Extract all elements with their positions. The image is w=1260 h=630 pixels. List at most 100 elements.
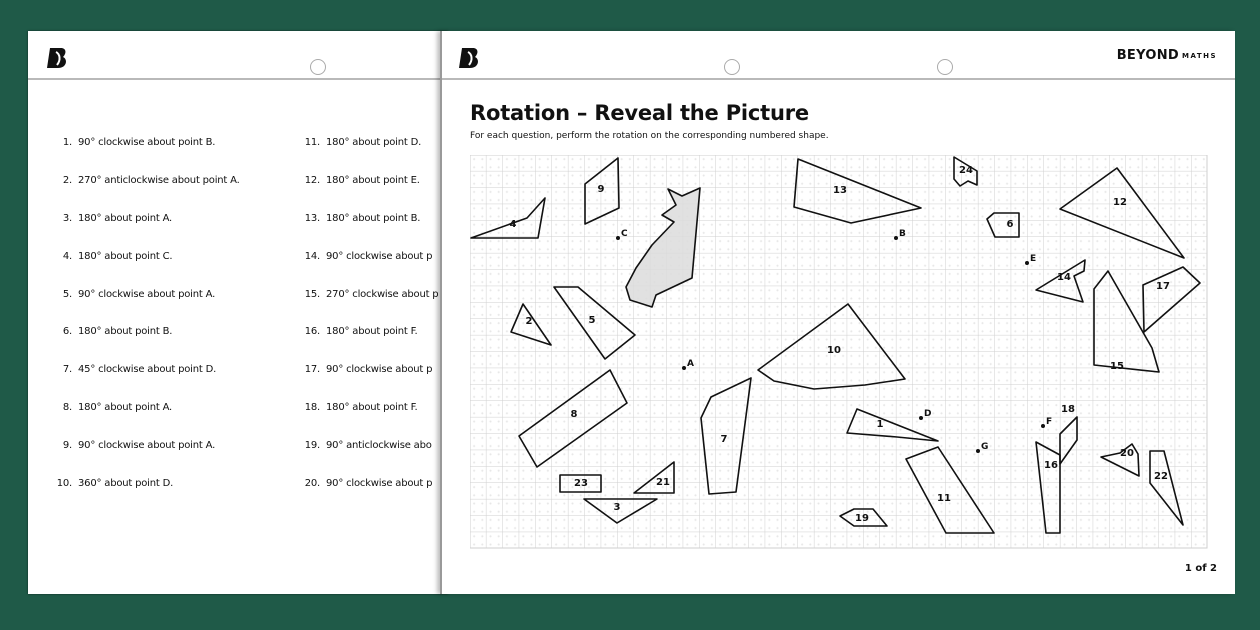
shape-2: 2 bbox=[510, 303, 552, 346]
question-item: 1.90° clockwise about point B. bbox=[62, 137, 216, 148]
shape-21: 21 bbox=[633, 461, 675, 494]
worksheet-questions-page: 1.90° clockwise about point B. 2.270° an… bbox=[28, 31, 448, 594]
shape-1: 1 bbox=[846, 408, 939, 442]
point-E: E bbox=[1025, 254, 1036, 265]
shape-5: 5 bbox=[553, 286, 636, 360]
shape-20: 20 bbox=[1100, 443, 1140, 477]
svg-text:11: 11 bbox=[937, 493, 951, 504]
shape-13: 13 bbox=[793, 158, 922, 224]
shape-16: 16 bbox=[1035, 441, 1061, 534]
svg-text:22: 22 bbox=[1154, 471, 1168, 482]
question-item: 11.180° about point D. bbox=[304, 137, 422, 148]
svg-text:13: 13 bbox=[833, 185, 847, 196]
question-item: 4.180° about point C. bbox=[62, 251, 173, 262]
punch-hole bbox=[724, 59, 740, 75]
svg-text:16: 16 bbox=[1044, 460, 1058, 471]
question-item: 15.270° clockwise about p bbox=[304, 289, 439, 300]
rotation-centres: A B C D E F G bbox=[616, 229, 1052, 453]
question-item: 12.180° about point E. bbox=[304, 175, 420, 186]
svg-text:F: F bbox=[1046, 417, 1052, 427]
svg-text:12: 12 bbox=[1113, 197, 1127, 208]
shape-7: 7 bbox=[700, 377, 752, 495]
shape-14: 14 bbox=[1035, 259, 1086, 303]
svg-text:G: G bbox=[981, 442, 988, 452]
question-item: 6.180° about point B. bbox=[62, 326, 173, 337]
header-divider bbox=[28, 78, 448, 80]
page-number: 1 of 2 bbox=[1184, 563, 1217, 574]
svg-text:E: E bbox=[1030, 254, 1036, 264]
shape-22: 22 bbox=[1149, 450, 1184, 526]
question-item: 18.180° about point F. bbox=[304, 402, 418, 413]
shape-11: 11 bbox=[905, 446, 995, 534]
svg-text:10: 10 bbox=[827, 345, 841, 356]
svg-text:7: 7 bbox=[721, 434, 728, 445]
beyond-logo-icon bbox=[47, 48, 66, 68]
point-C: C bbox=[616, 229, 628, 240]
svg-text:19: 19 bbox=[855, 513, 869, 524]
beyond-logo-icon bbox=[459, 48, 478, 68]
shape-12: 12 bbox=[1059, 167, 1185, 259]
svg-text:18: 18 bbox=[1061, 404, 1075, 415]
page-title: Rotation – Reveal the Picture bbox=[470, 101, 809, 125]
shape-15: 15 bbox=[1093, 270, 1160, 373]
shape-10: 10 bbox=[757, 303, 906, 390]
svg-text:3: 3 bbox=[614, 502, 621, 513]
question-item: 20.90° clockwise about p bbox=[304, 478, 433, 489]
shape-3: 3 bbox=[583, 498, 658, 524]
svg-text:C: C bbox=[621, 229, 628, 239]
svg-text:15: 15 bbox=[1110, 361, 1124, 372]
svg-text:14: 14 bbox=[1057, 272, 1071, 283]
svg-text:D: D bbox=[924, 409, 931, 419]
question-item: 3.180° about point A. bbox=[62, 213, 173, 224]
shape-23: 23 bbox=[559, 474, 602, 493]
question-item: 2.270° anticlockwise about point A. bbox=[62, 175, 240, 186]
question-item: 19.90° anticlockwise abo bbox=[304, 440, 432, 451]
question-item: 14.90° clockwise about p bbox=[304, 251, 433, 262]
svg-text:24: 24 bbox=[959, 165, 973, 176]
question-item: 8.180° about point A. bbox=[62, 402, 173, 413]
question-item: 5.90° clockwise about point A. bbox=[62, 289, 216, 300]
shape-19: 19 bbox=[839, 508, 888, 527]
question-item: 16.180° about point F. bbox=[304, 326, 418, 337]
shape-17: 17 bbox=[1142, 266, 1201, 333]
svg-text:23: 23 bbox=[574, 478, 588, 489]
svg-text:5: 5 bbox=[589, 315, 596, 326]
question-item: 17.90° clockwise about p bbox=[304, 364, 433, 375]
shape-8: 8 bbox=[518, 369, 628, 468]
svg-text:6: 6 bbox=[1007, 219, 1014, 230]
svg-text:21: 21 bbox=[656, 477, 670, 488]
punch-hole bbox=[937, 59, 953, 75]
shape-6: 6 bbox=[986, 212, 1020, 238]
svg-text:B: B bbox=[899, 229, 906, 239]
svg-text:9: 9 bbox=[598, 184, 605, 195]
point-G: G bbox=[976, 442, 988, 453]
point-F: F bbox=[1041, 417, 1052, 428]
svg-text:17: 17 bbox=[1156, 281, 1170, 292]
picture-outline bbox=[625, 187, 701, 308]
point-A: A bbox=[682, 359, 694, 370]
rotation-grid-canvas: 123456789101112131415161718192021222324 … bbox=[469, 154, 1208, 549]
shape-9: 9 bbox=[584, 157, 620, 225]
point-D: D bbox=[919, 409, 931, 420]
svg-text:2: 2 bbox=[526, 316, 533, 327]
punch-hole bbox=[310, 59, 326, 75]
svg-text:8: 8 bbox=[571, 409, 578, 420]
question-item: 13.180° about point B. bbox=[304, 213, 421, 224]
question-item: 10.360° about point D. bbox=[56, 478, 174, 489]
point-B: B bbox=[894, 229, 906, 240]
question-item: 9.90° clockwise about point A. bbox=[62, 440, 216, 451]
svg-text:1: 1 bbox=[877, 419, 884, 430]
header-divider bbox=[442, 78, 1235, 80]
shape-4: 4 bbox=[470, 197, 546, 239]
svg-text:20: 20 bbox=[1120, 448, 1134, 459]
question-item: 7.45° clockwise about point D. bbox=[62, 364, 217, 375]
shape-24: 24 bbox=[953, 156, 978, 187]
svg-text:4: 4 bbox=[510, 219, 517, 230]
shape-18: 18 bbox=[1059, 404, 1078, 465]
svg-text:A: A bbox=[687, 359, 694, 369]
instructions: For each question, perform the rotation … bbox=[470, 131, 829, 141]
